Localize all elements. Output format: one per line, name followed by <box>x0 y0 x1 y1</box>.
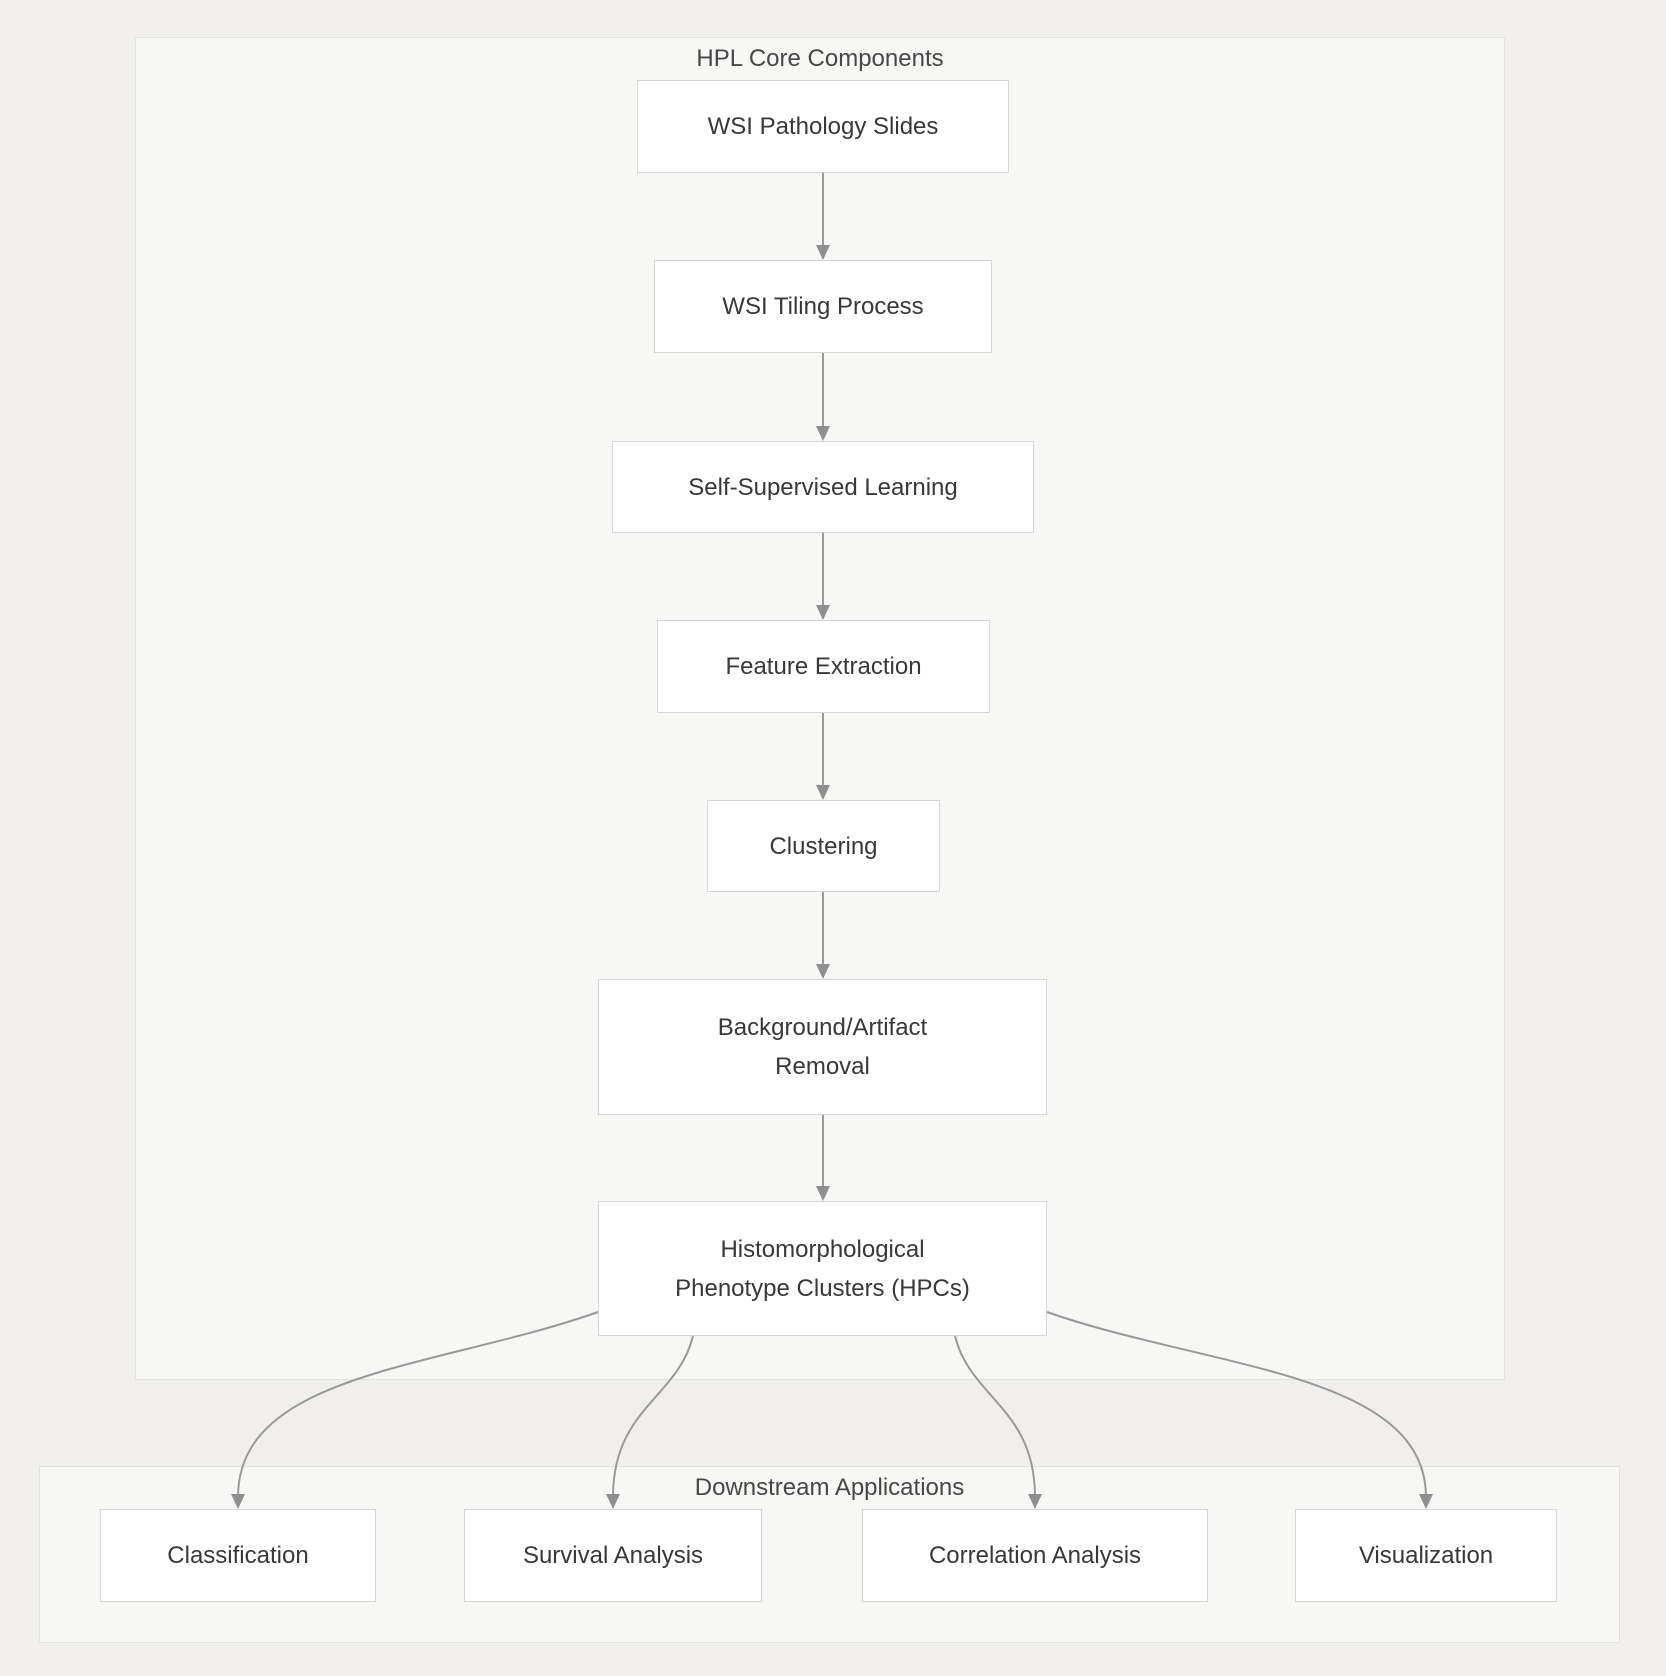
edge-wsi-slides-to-wsi-tiling <box>816 173 830 260</box>
node-label-correlation-analysis: Correlation Analysis <box>928 1542 1142 1569</box>
node-label-survival-analysis: Survival Analysis <box>522 1542 704 1569</box>
node-wsi-pathology-slides: WSI Pathology Slides <box>637 80 1009 173</box>
node-survival-analysis: Survival Analysis <box>464 1509 762 1602</box>
edge-hpcs-to-visualization <box>1046 1311 1433 1509</box>
node-label-visualization: Visualization <box>1358 1542 1494 1569</box>
node-classification: Classification <box>100 1509 376 1602</box>
group-title-hpl-core: HPL Core Components <box>696 45 944 72</box>
edge-background-removal-to-hpcs <box>816 1115 830 1201</box>
node-wsi-tiling-process: WSI Tiling Process <box>654 260 992 353</box>
node-label-clustering: Clustering <box>769 832 878 860</box>
node-label-wsi-pathology-slides: WSI Pathology Slides <box>707 113 939 140</box>
node-correlation-analysis: Correlation Analysis <box>862 1509 1208 1602</box>
edge-ssl-to-feature-extraction <box>816 533 830 620</box>
node-label-classification: Classification <box>167 1542 309 1569</box>
group-title-downstream: Downstream Applications <box>694 1474 965 1501</box>
node-background-artifact-removal: Background/Artifact Removal <box>598 979 1047 1115</box>
node-label-self-supervised-learning: Self-Supervised Learning <box>688 473 958 501</box>
node-feature-extraction: Feature Extraction <box>657 620 990 713</box>
node-histomorphological-phenotype-clusters: Histomorphological Phenotype Clusters (H… <box>598 1201 1047 1336</box>
edge-feature-extraction-to-clustering <box>816 713 830 800</box>
node-label-feature-extraction: Feature Extraction <box>725 653 922 680</box>
node-label-background-artifact-removal: Background/Artifact Removal <box>717 1014 928 1080</box>
edge-wsi-tiling-to-ssl <box>816 353 830 441</box>
edge-hpcs-to-survival <box>606 1335 694 1509</box>
node-label-wsi-tiling-process: WSI Tiling Process <box>722 293 924 320</box>
node-visualization: Visualization <box>1295 1509 1557 1602</box>
node-self-supervised-learning: Self-Supervised Learning <box>612 441 1034 533</box>
edge-hpcs-to-correlation <box>954 1335 1042 1509</box>
edge-hpcs-to-classification <box>231 1311 599 1509</box>
node-clustering: Clustering <box>707 800 940 892</box>
node-label-histomorphological-phenotype-clusters: Histomorphological Phenotype Clusters (H… <box>675 1235 970 1302</box>
edge-clustering-to-background-removal <box>816 892 830 979</box>
